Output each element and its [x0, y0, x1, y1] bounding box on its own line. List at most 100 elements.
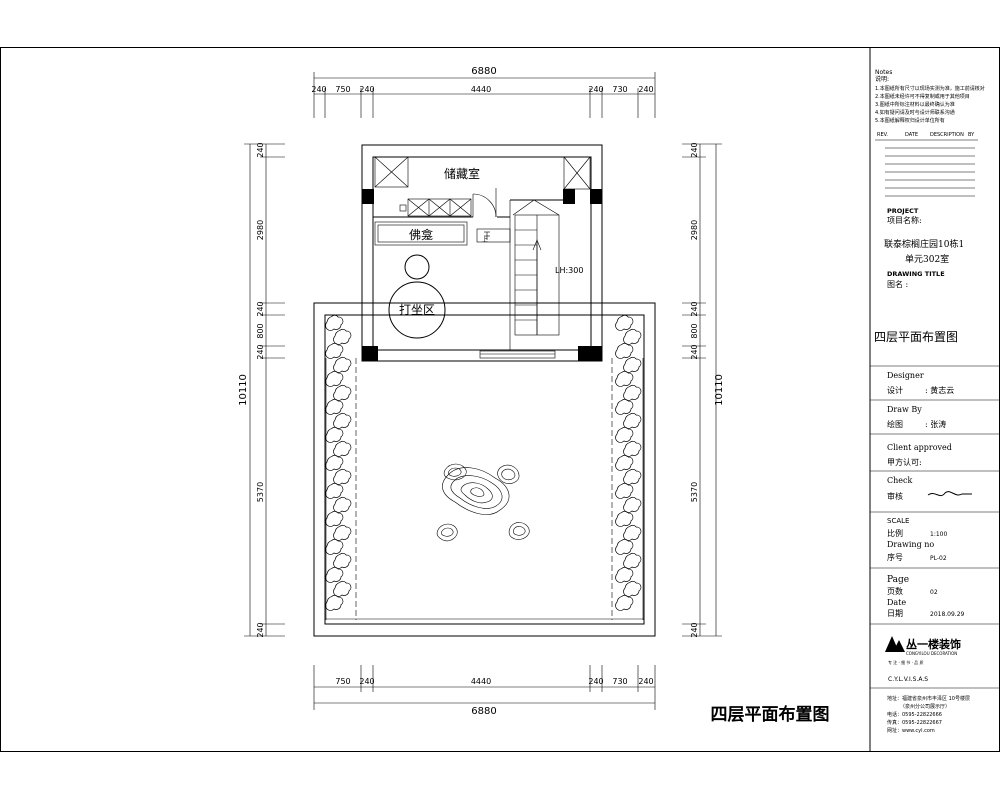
address-line-3: 电话：0595-22822666: [887, 711, 942, 718]
drawing-title-cn: 图名 :: [887, 279, 908, 289]
rev-col-2: DATE: [905, 132, 918, 138]
drawn-name: : 张涛: [925, 419, 946, 429]
company-web-short: C.Y.L.V.I.S.A.S: [888, 676, 928, 683]
right-dim-7: 240: [690, 622, 699, 637]
page-value: 02: [930, 589, 938, 596]
top-dim-4: 4440: [471, 85, 491, 94]
shrub-icon: [325, 482, 344, 499]
note-line-2: 2.本图纸未经许可不得复制或用于其他项目: [875, 93, 970, 100]
drawing-title-label: DRAWING TITLE: [887, 270, 945, 278]
shrub-icon: [623, 524, 642, 541]
title-block-drawing-title: 四层平面布置图: [874, 330, 958, 344]
page-label: Page: [887, 575, 909, 585]
check-label: Check: [887, 476, 912, 485]
bottom-overall-dim: 6880: [471, 706, 496, 717]
top-dim-5: 240: [588, 85, 603, 94]
client-label: Client approved: [887, 443, 952, 452]
shrub-icon: [333, 328, 352, 345]
shrub-icon: [333, 356, 352, 373]
stair-up-label: 上: [482, 236, 488, 244]
scale-cn: 比例: [887, 528, 903, 538]
notes-heading: Notes: [875, 69, 892, 76]
shrub-icon: [623, 384, 642, 401]
note-line-3: 3.图纸中所标注材料以最终确认为准: [875, 101, 955, 108]
note-line-1: 1.本图纸所有尺寸以现场实测为准，施工前请核对: [875, 85, 985, 92]
address-line-1: 地址：福建省泉州市丰泽区 10号楼层: [887, 695, 970, 702]
right-dim-6: 5370: [690, 482, 699, 502]
shrub-icon: [325, 566, 344, 583]
staircase: [512, 199, 560, 336]
rev-col-4: BY: [968, 132, 975, 138]
meditation-area-circle: [388, 281, 446, 339]
notes-sub: 说明:: [875, 75, 889, 83]
storage-cabinets: [374, 156, 591, 217]
top-overall-dim: 6880: [471, 66, 496, 77]
bottom-dim-4: 240: [588, 677, 603, 686]
shrub-icon: [333, 524, 352, 541]
title-block: Notes 说明: 1.本图纸所有尺寸以现场实测为准，施工前请核对 2.本图纸未…: [870, 69, 1000, 734]
top-dim-3: 240: [359, 85, 374, 94]
shrub-icon: [615, 510, 634, 527]
top-dim-1: 240: [311, 85, 326, 94]
drawing-no-cn: 序号: [887, 552, 903, 562]
top-dim-7: 240: [638, 85, 653, 94]
shrub-icon: [623, 496, 642, 513]
shrub-icon: [615, 594, 634, 611]
shrub-icon: [325, 398, 344, 415]
bottom-dim-5: 730: [612, 677, 627, 686]
shrub-icon: [615, 454, 634, 471]
shrub-icon: [623, 356, 642, 373]
address-line-4: 传真：0595-22822667: [887, 719, 942, 726]
shrub-icon: [615, 426, 634, 443]
sheet-border: [0, 47, 1000, 752]
company-logo-icon: [885, 636, 905, 652]
storage-door: [472, 188, 497, 218]
shrub-icon: [623, 412, 642, 429]
shrub-icon: [325, 426, 344, 443]
right-dim-4: 800: [690, 323, 699, 338]
bottom-dim-2: 240: [359, 677, 374, 686]
signature: [927, 491, 972, 497]
shrub-icon: [615, 482, 634, 499]
shrub-icon: [615, 566, 634, 583]
page-cn: 页数: [887, 586, 903, 596]
top-dim-2: 750: [335, 85, 350, 94]
top-dimension-group: 6880 240 750 240 4440 240 730 240: [311, 66, 656, 118]
shrub-icon: [623, 328, 642, 345]
project-name-2: 单元302室: [905, 253, 949, 265]
client-cn: 甲方认可:: [887, 457, 922, 467]
left-dim-2: 2980: [256, 220, 265, 240]
date-cn: 日期: [887, 609, 903, 618]
meditation-area-label: 打坐区: [399, 303, 435, 317]
designer-name: : 黄志云: [925, 385, 954, 395]
shrub-icon: [615, 370, 634, 387]
company-name: 丛一楼装饰: [906, 637, 961, 651]
shrub-icon: [333, 468, 352, 485]
shrub-icon: [325, 594, 344, 611]
scale-value: 1:100: [930, 531, 947, 538]
small-stand: [476, 228, 511, 243]
drawn-label: Draw By: [887, 405, 922, 414]
right-dim-5: 240: [690, 344, 699, 359]
rock-garden-island: [436, 463, 530, 542]
shrine-label: 佛龛: [409, 228, 433, 242]
shrub-icon: [325, 454, 344, 471]
shrub-icon: [333, 412, 352, 429]
shrub-icon: [333, 384, 352, 401]
right-overall-dim: 10110: [714, 374, 725, 406]
shrub-icon: [623, 468, 642, 485]
note-line-5: 5.本图纸解释权归设计单位所有: [875, 117, 945, 124]
shrine-cabinet: [374, 221, 468, 246]
note-line-4: 4.如有疑问请及时与设计师联系沟通: [875, 109, 955, 116]
left-dim-5: 240: [256, 344, 265, 359]
shrub-icon: [333, 580, 352, 597]
shrub-icon: [325, 314, 344, 331]
right-dimension-group: 10110 240 2980 240 800 240 5370 240: [682, 142, 725, 638]
right-dim-1: 240: [690, 142, 699, 157]
designer-cn: 设计: [887, 385, 903, 395]
designer-label: Designer: [887, 371, 924, 380]
project-label: PROJECT: [887, 207, 919, 215]
shrub-icon: [325, 370, 344, 387]
drawn-cn: 绘图: [887, 419, 903, 429]
